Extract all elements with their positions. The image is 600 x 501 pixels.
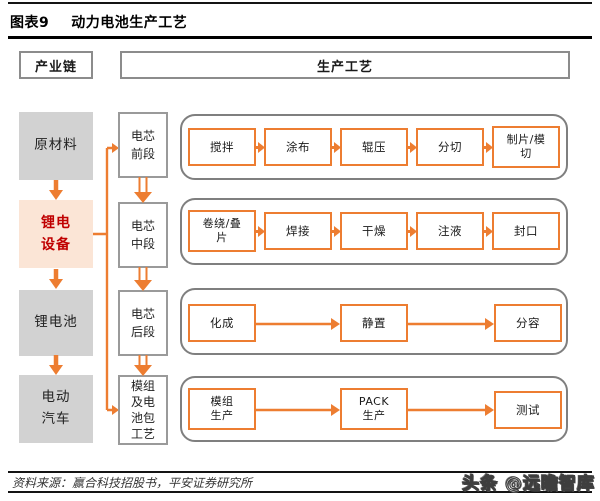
stage-box-cell-back: 电芯 后段 [118,290,168,356]
process-row-module-pack: 模组 生产 PACK 生产 测试 [180,376,568,442]
step-box: 辊压 [340,128,408,166]
equipment-connector [93,143,119,415]
right-arrow-icon [256,142,265,153]
process-row-cell-middle: 卷绕/叠 片 焊接 干燥 注液 封口 [180,198,568,265]
footer-divider-top [8,471,592,473]
right-arrow-icon [408,142,417,153]
block-down-arrow-icon [134,177,152,203]
step-box: 静置 [340,304,408,342]
step-box: 搅拌 [188,128,256,166]
top-divider [8,2,592,4]
step-box: PACK 生产 [340,388,408,430]
source-note: 资料来源：赢合科技招股书，平安证券研究所 [12,476,253,490]
block-down-arrow-icon [134,267,152,291]
watermark: 头条 @远瞻智库 [462,473,595,494]
chain-box-raw-materials: 原材料 [19,112,93,180]
step-box: 化成 [188,304,256,342]
long-right-arrow-icon [408,318,494,330]
figure-label: 图表9 [10,15,50,31]
figure-title: 图表9 动力电池生产工艺 [10,12,187,32]
step-box: 分切 [416,128,484,166]
chain-box-lithium-battery: 锂电池 [19,290,93,356]
step-box: 焊接 [264,212,332,250]
right-arrow-icon [484,226,493,237]
stage-box-module-pack: 模组 及电 池包 工艺 [118,375,168,445]
long-right-arrow-icon [408,404,494,416]
header-industry-chain: 产业链 [19,51,93,79]
step-box: 注液 [416,212,484,250]
long-right-arrow-icon [256,404,340,416]
stage-box-cell-front: 电芯 前段 [118,112,168,178]
chain-box-lithium-equipment: 锂电 设备 [19,200,93,268]
long-right-arrow-icon [256,318,340,330]
figure-title-text: 动力电池生产工艺 [71,15,188,31]
stage-box-cell-middle: 电芯 中段 [118,202,168,268]
step-box: 卷绕/叠 片 [188,210,256,252]
footer-divider-bottom [8,491,592,493]
down-arrow-icon [49,355,63,375]
down-arrow-icon [49,180,63,200]
title-underline [8,36,592,39]
right-arrow-icon [256,226,265,237]
header-production-process: 生产工艺 [120,51,570,79]
step-box: 涂布 [264,128,332,166]
right-arrow-icon [332,142,341,153]
step-box: 封口 [492,212,560,250]
process-row-cell-back: 化成 静置 分容 [180,288,568,355]
step-box: 制片/模 切 [492,126,560,168]
process-row-cell-front: 搅拌 涂布 辊压 分切 制片/模 切 [180,114,568,180]
right-arrow-icon [484,142,493,153]
step-box: 测试 [494,391,562,429]
right-arrow-icon [408,226,417,237]
right-arrow-icon [332,226,341,237]
step-box: 分容 [494,304,562,342]
down-arrow-icon [49,269,63,289]
step-box: 干燥 [340,212,408,250]
chain-box-electric-vehicle: 电动 汽车 [19,375,93,443]
step-box: 模组 生产 [188,388,256,430]
block-down-arrow-icon [134,355,152,376]
